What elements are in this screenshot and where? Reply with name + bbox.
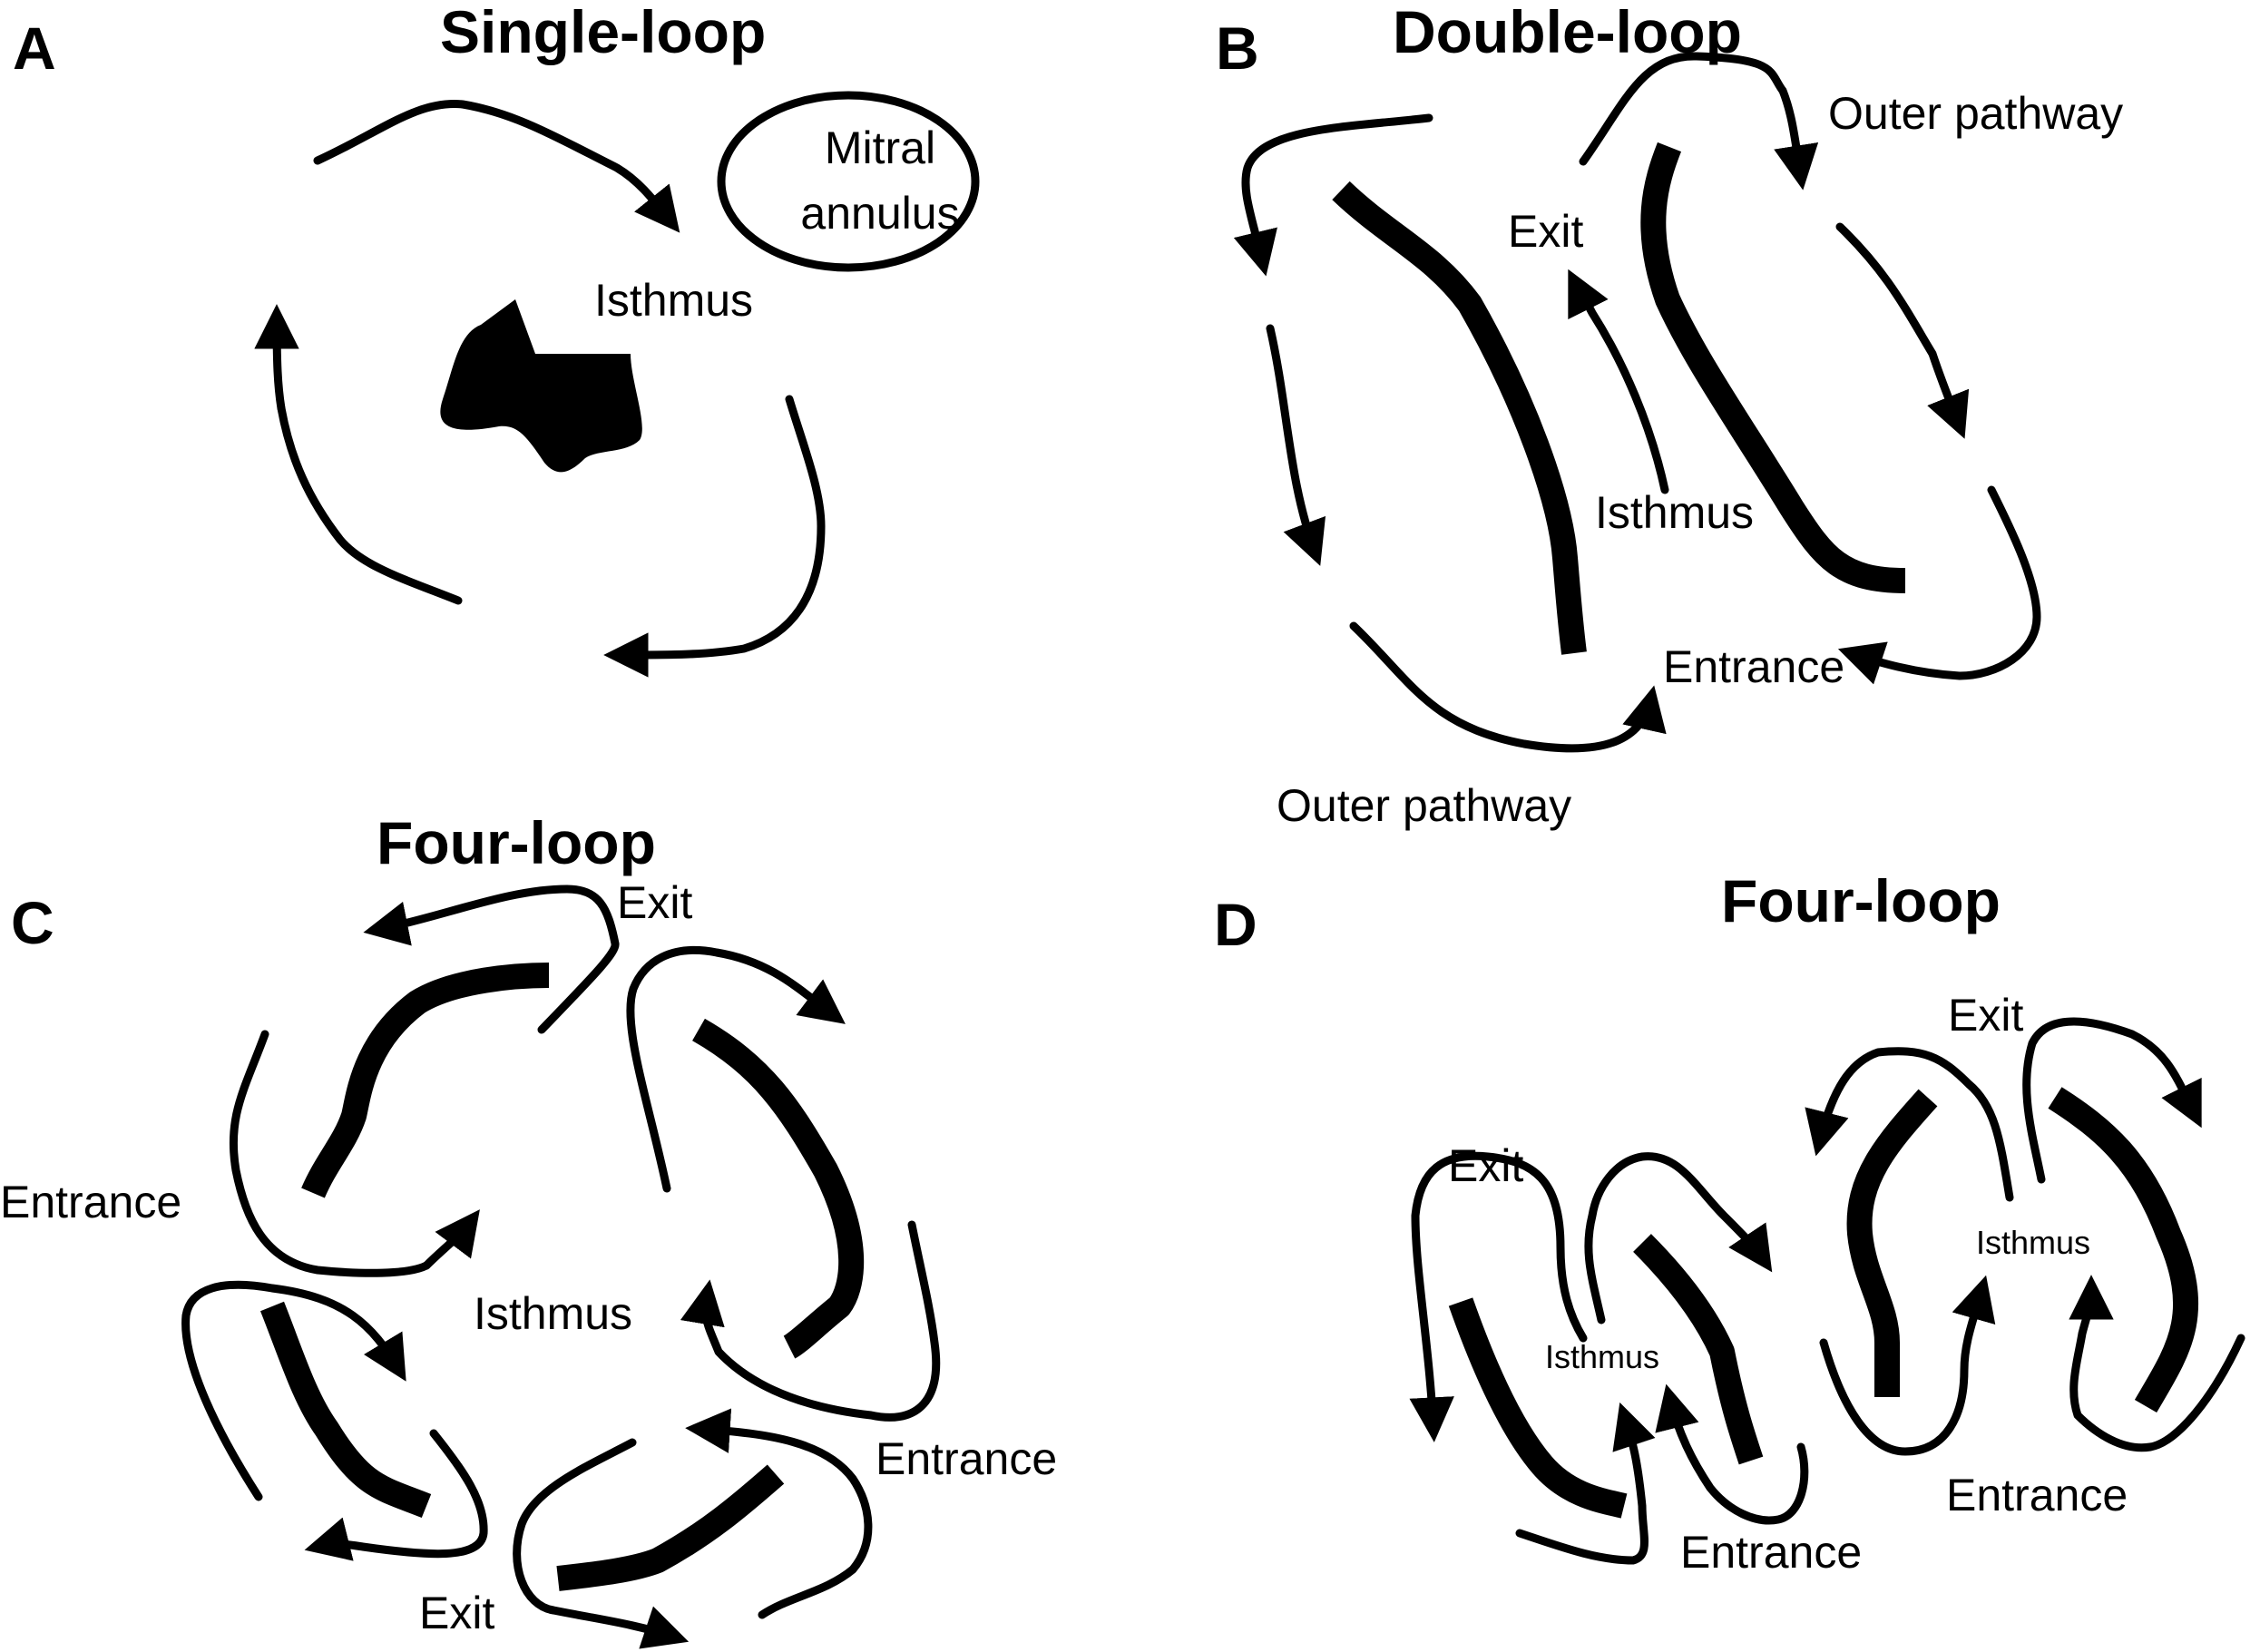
exit-label-d-left: Exit (1448, 1140, 1523, 1191)
isthmus-wall-d-1 (1448, 1297, 1628, 1519)
exit-label-c-top: Exit (617, 877, 692, 928)
entrance-label-b: Entrance (1663, 641, 1844, 692)
isthmus-wall-d-3 (1846, 1089, 1938, 1397)
panel-b: B Double-loop Outer pathway Exit Isthmus… (1216, 0, 2123, 831)
flow-arrow-c-bottom-right (685, 1408, 873, 1619)
panel-c-letter: C (11, 889, 54, 956)
entrance-label-c-right: Entrance (876, 1433, 1057, 1484)
panel-d-letter: D (1214, 891, 1257, 958)
flow-arrow-b-right-mid (1835, 222, 1970, 439)
isthmus-label-c: Isthmus (474, 1288, 632, 1339)
panel-d: D Four-loop Exit Exit Isthmus Isthmus En… (1214, 867, 2245, 1578)
flow-arrow-c-left-entry (422, 1209, 480, 1270)
mitral-annulus-label-line1: Mitral (825, 122, 935, 173)
flow-arrow-d-4 (1655, 1383, 1809, 1525)
mitral-annulus-label-line2: annulus (800, 188, 959, 239)
isthmus-wall-d-2 (1633, 1234, 1764, 1465)
flow-arrow-d-2 (1584, 1152, 1773, 1325)
panel-c-title: Four-loop (377, 809, 656, 876)
isthmus-wall-c-2 (692, 1018, 865, 1359)
isthmus-wall-d-4 (2048, 1087, 2199, 1413)
flow-path-c-left (229, 1030, 431, 1277)
flow-arrow-d-8 (2069, 1275, 2245, 1452)
flow-arrow-d-1 (1409, 1151, 1588, 1442)
isthmus-label-d-right: Isthmus (1976, 1224, 2090, 1261)
flow-arrow-d-6 (2022, 1017, 2202, 1184)
isthmus-wall-b-right (1640, 142, 1906, 593)
exit-label-b: Exit (1508, 206, 1583, 257)
flow-arrow-d-5 (1805, 1047, 2014, 1202)
entrance-label-c-left: Entrance (0, 1177, 181, 1227)
exit-label-c-bottom: Exit (419, 1588, 494, 1638)
scar-block-shape (440, 299, 642, 473)
isthmus-label-d-left: Isthmus (1545, 1338, 1659, 1375)
flow-arrow-c-bottom-left (304, 1429, 488, 1561)
flow-path-a-left-lower (277, 404, 463, 605)
flow-arrow-c-right (680, 1220, 941, 1422)
flow-arrow-c-top-right (626, 945, 846, 1193)
exit-label-d-right: Exit (1948, 990, 2023, 1041)
flow-arrow-c-left-lower (181, 1280, 406, 1501)
flow-arrow-b-isthmus (1568, 269, 1669, 494)
isthmus-label-b: Isthmus (1595, 487, 1754, 538)
flow-arrow-b-left-mid (1266, 324, 1326, 566)
panel-c: C Four-loop Exit Entrance Isthmus Entran… (0, 809, 1057, 1649)
isthmus-wall-b-left (1332, 181, 1587, 655)
mitral-annulus-ring (717, 91, 980, 272)
entrance-label-d-left: Entrance (1680, 1527, 1862, 1578)
flow-arrow-b-right-top (1579, 52, 1819, 191)
flow-arrow-b-right-bottom (1837, 485, 2041, 685)
isthmus-wall-c-1 (301, 963, 550, 1198)
outer-pathway-label-top: Outer pathway (1828, 88, 2123, 139)
flow-arrow-a-top (313, 100, 680, 233)
flow-arrow-a-left (254, 304, 299, 413)
panel-a-title: Single-loop (440, 0, 766, 65)
flow-arrow-a-right (603, 395, 826, 678)
entrance-label-d-right: Entrance (1946, 1470, 2128, 1520)
panel-b-letter: B (1216, 15, 1259, 82)
flow-arrow-d-7 (1819, 1275, 1996, 1456)
isthmus-wall-c-4 (556, 1464, 785, 1591)
panel-a-letter: A (13, 15, 56, 82)
panel-d-title: Four-loop (1721, 867, 2001, 934)
isthmus-wall-c-3 (260, 1301, 432, 1518)
flow-arrow-c-top-left (363, 885, 620, 1034)
isthmus-label-a: Isthmus (594, 275, 753, 326)
outer-pathway-label-bottom: Outer pathway (1277, 780, 1571, 831)
flow-arrow-c-bottom-mid (513, 1438, 690, 1649)
panel-a: A Single-loop Mitral annulus Isthmus (13, 0, 980, 678)
flow-arrow-d-3 (1515, 1402, 1656, 1565)
flow-arrow-b-left-top (1233, 113, 1433, 277)
flow-arrow-b-bottom (1349, 621, 1667, 753)
